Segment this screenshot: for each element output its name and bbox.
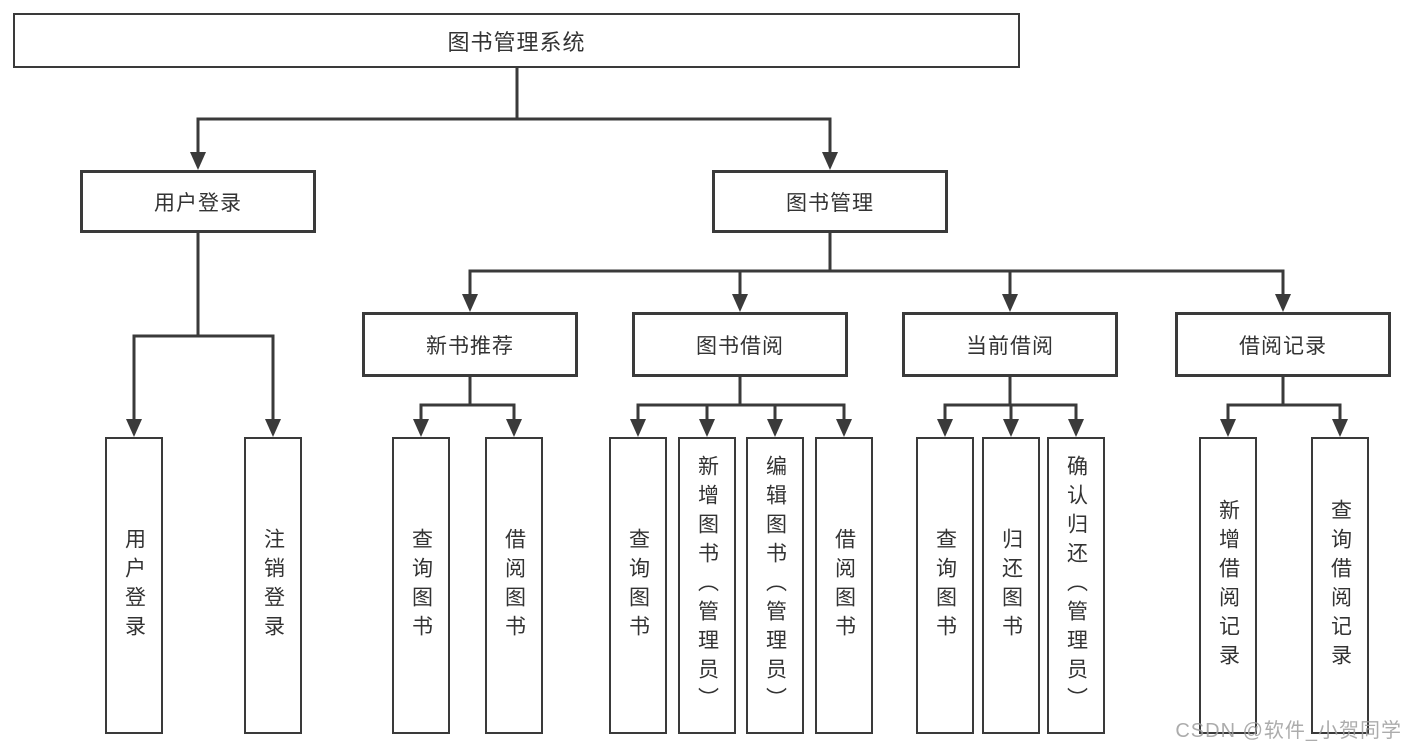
leaf-current-return-book: 归还图书 bbox=[982, 437, 1040, 734]
connector-root-to-level2 bbox=[190, 66, 838, 170]
node-book-borrow: 图书借阅 bbox=[632, 312, 848, 377]
connector-borrow-to-leaves bbox=[630, 375, 852, 437]
leaf-borrow-add-book-admin: 新增图书（管理员） bbox=[678, 437, 736, 734]
leaf-current-query-book: 查询图书 bbox=[916, 437, 974, 734]
connector-current-to-leaves bbox=[937, 375, 1084, 437]
node-root-system: 图书管理系统 bbox=[13, 13, 1020, 68]
node-book-management-module: 图书管理 bbox=[712, 170, 948, 233]
leaf-borrow-borrow-book: 借阅图书 bbox=[815, 437, 873, 734]
leaf-recommend-borrow-book: 借阅图书 bbox=[485, 437, 543, 734]
leaf-logout-login: 注销登录 bbox=[244, 437, 302, 734]
node-current-borrow: 当前借阅 bbox=[902, 312, 1118, 377]
leaf-records-add-record: 新增借阅记录 bbox=[1199, 437, 1257, 734]
connector-user-login-to-leaves bbox=[126, 231, 281, 437]
leaf-borrow-edit-book-admin: 编辑图书（管理员） bbox=[746, 437, 804, 734]
leaf-recommend-query-book: 查询图书 bbox=[392, 437, 450, 734]
connector-recommend-to-leaves bbox=[413, 375, 522, 437]
connector-records-to-leaves bbox=[1220, 375, 1348, 437]
leaf-records-query-record: 查询借阅记录 bbox=[1311, 437, 1369, 734]
node-user-login-module: 用户登录 bbox=[80, 170, 316, 233]
leaf-user-login: 用户登录 bbox=[105, 437, 163, 734]
csdn-watermark: CSDN @软件_小贺同学 bbox=[1175, 720, 1402, 742]
leaf-borrow-query-book: 查询图书 bbox=[609, 437, 667, 734]
node-new-book-recommend: 新书推荐 bbox=[362, 312, 578, 377]
leaf-current-confirm-return-admin: 确认归还（管理员） bbox=[1047, 437, 1105, 734]
connector-book-mgmt-to-level3 bbox=[462, 231, 1291, 312]
node-borrow-records: 借阅记录 bbox=[1175, 312, 1391, 377]
